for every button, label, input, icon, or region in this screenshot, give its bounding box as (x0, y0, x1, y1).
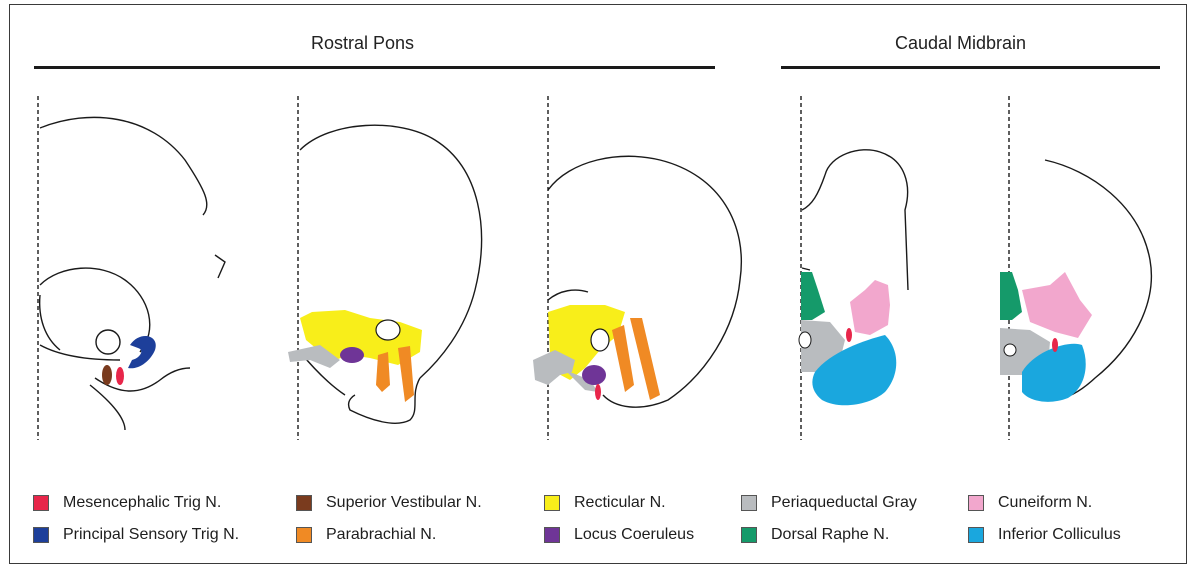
section-3-outline (548, 96, 741, 440)
legend-label: Dorsal Raphe N. (771, 526, 889, 544)
mesencephalic-trig-nucleus-1 (116, 367, 124, 385)
principal-sensory-trig-nucleus-1 (128, 336, 156, 368)
legend-label: Periaqueductal Gray (771, 494, 917, 512)
section-3-nuclei (533, 305, 660, 400)
cuneiform-nucleus-5 (1022, 272, 1092, 338)
legend-item-superior-vestibular: Superior Vestibular N. (296, 492, 482, 514)
section-4-nuclei (799, 272, 896, 405)
parabrachial-nucleus-2a (376, 352, 390, 392)
legend-label: Cuneiform N. (998, 494, 1092, 512)
legend-label: Inferior Colliculus (998, 526, 1121, 544)
legend-item-mesencephalic-trig: Mesencephalic Trig N. (33, 492, 221, 514)
legend-item-reticular: Recticular N. (544, 492, 666, 514)
legend-label: Parabrachial N. (326, 526, 436, 544)
mesencephalic-trig-nucleus-3 (595, 384, 601, 400)
legend-swatch (741, 527, 757, 543)
legend-item-dorsal-raphe: Dorsal Raphe N. (741, 524, 889, 546)
parabrachial-nucleus-3a (612, 325, 634, 392)
legend-label: Superior Vestibular N. (326, 494, 482, 512)
superior-vestibular-nucleus-1 (102, 365, 112, 385)
legend-swatch (741, 495, 757, 511)
legend-swatch (296, 527, 312, 543)
section-2-outline (298, 96, 482, 440)
dorsal-raphe-nucleus-4 (801, 272, 825, 320)
mesencephalic-trig-nucleus-5 (1052, 338, 1058, 352)
locus-coeruleus-2 (340, 347, 364, 363)
legend-item-parabrachial: Parabrachial N. (296, 524, 436, 546)
legend-swatch (33, 495, 49, 511)
section-2-nuclei (288, 310, 422, 402)
legend-item-inferior-colliculus: Inferior Colliculus (968, 524, 1121, 546)
legend-item-principal-sensory-trig: Principal Sensory Trig N. (33, 524, 239, 546)
legend-swatch (544, 527, 560, 543)
legend-item-cuneiform: Cuneiform N. (968, 492, 1092, 514)
mesencephalic-trig-nucleus-4 (846, 328, 852, 342)
legend-swatch (968, 495, 984, 511)
cuneiform-nucleus-4 (850, 280, 890, 335)
legend-swatch (296, 495, 312, 511)
parabrachial-nucleus-3b (630, 318, 660, 400)
section-5-nuclei (1000, 272, 1092, 402)
legend-label: Principal Sensory Trig N. (63, 526, 239, 544)
legend-swatch (968, 527, 984, 543)
legend-label: Mesencephalic Trig N. (63, 494, 221, 512)
locus-coeruleus-3 (582, 365, 606, 385)
section-1-outline (38, 96, 225, 440)
legend-label: Recticular N. (574, 494, 666, 512)
dorsal-raphe-nucleus-5 (1000, 272, 1022, 320)
legend-swatch (33, 527, 49, 543)
legend-item-locus-coeruleus: Locus Coeruleus (544, 524, 694, 546)
legend-label: Locus Coeruleus (574, 526, 694, 544)
legend-item-periaqueductal-gray: Periaqueductal Gray (741, 492, 917, 514)
legend-swatch (544, 495, 560, 511)
